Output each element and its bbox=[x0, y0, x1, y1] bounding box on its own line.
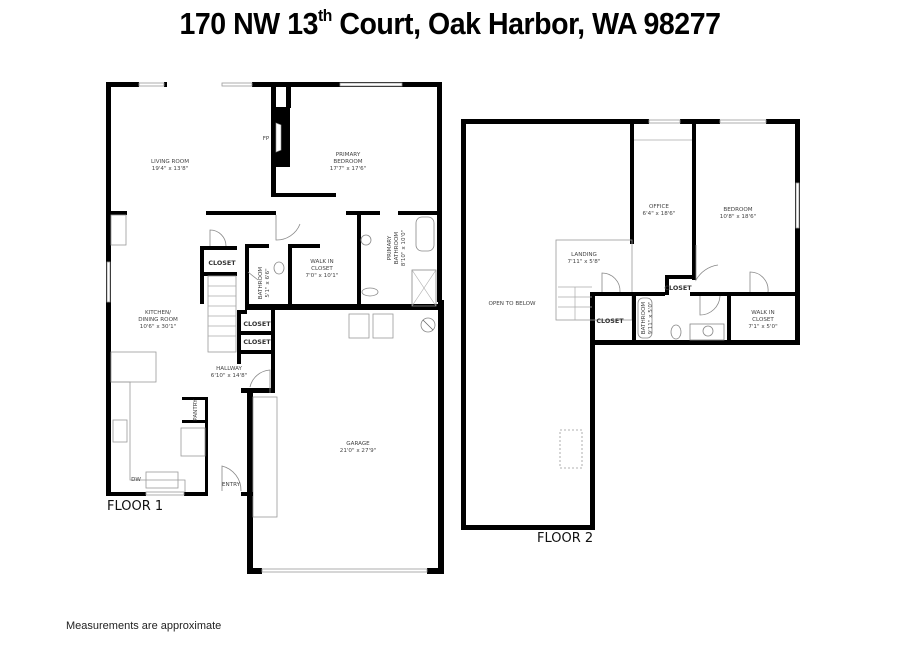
room-label-office: OFFICE bbox=[649, 204, 669, 210]
property-address-title: 170 NW 13th Court, Oak Harbor, WA 98277 bbox=[36, 6, 864, 42]
room-label-walk-in-closet: WALK IN bbox=[310, 259, 333, 265]
room-label-primary-bathroom: PRIMARY bbox=[387, 235, 393, 260]
room-label-entry: ENTRY bbox=[222, 482, 241, 488]
room-size-landing: 7'11" x 5'8" bbox=[568, 259, 601, 265]
landing-rail bbox=[555, 239, 633, 321]
floor-2-plan: OPEN TO BELOW LANDING 7'11" x 5'8" OFFIC… bbox=[461, 119, 800, 546]
f1-east-wall-bedroom bbox=[437, 82, 442, 302]
room-label-closet-b: CLOSET bbox=[243, 320, 271, 328]
room-label-walk-in-closet-2: CLOSET bbox=[311, 266, 333, 272]
bedroom-door bbox=[275, 215, 301, 241]
room-label-kitchen-2: DINING ROOM bbox=[138, 317, 178, 323]
room-label-closet-hall: CLOSET bbox=[664, 284, 692, 292]
room-label-living-room: LIVING ROOM bbox=[151, 159, 189, 165]
room-label-primary-bedroom: PRIMARY bbox=[336, 152, 361, 158]
room-size-f2-bathroom: 9'11" x 5'0" bbox=[648, 301, 654, 334]
address-city-state-zip: Court, Oak Harbor, WA 98277 bbox=[331, 6, 721, 41]
dishwasher-label: DW bbox=[131, 477, 141, 483]
room-size-kitchen: 10'6" x 30'1" bbox=[140, 324, 177, 330]
room-size-walk-in-closet: 7'0" x 10'1" bbox=[306, 273, 339, 279]
room-label-f2-walk-in-closet: WALK IN bbox=[751, 310, 774, 316]
f2-south-wall bbox=[461, 525, 595, 530]
garage-door bbox=[261, 568, 428, 573]
measurements-disclaimer: Measurements are approximate bbox=[66, 620, 222, 632]
fireplace-label: FP bbox=[263, 136, 270, 142]
room-size-f2-walk-in-closet: 7'1" x 5'0" bbox=[748, 324, 778, 330]
room-size-living-room: 19'4" x 13'8" bbox=[152, 166, 189, 172]
primary-bathtub bbox=[415, 216, 435, 252]
room-size-primary-bathroom: 8'10" x 10'0" bbox=[401, 229, 407, 266]
f2-east-wall bbox=[795, 119, 800, 345]
floor-2-label: FLOOR 2 bbox=[537, 531, 593, 546]
skylight bbox=[559, 429, 583, 469]
floor-1-label: FLOOR 1 bbox=[107, 499, 163, 514]
stove bbox=[112, 419, 128, 443]
room-label-landing: LANDING bbox=[571, 252, 597, 258]
address-number-street: 170 NW 13 bbox=[179, 6, 319, 41]
kitchen-sink bbox=[145, 471, 179, 489]
garage-east-wall bbox=[438, 300, 444, 574]
address-ordinal: th bbox=[318, 6, 332, 25]
room-size-bathroom: 5'1" x 6'6" bbox=[265, 268, 271, 298]
room-label-bathroom: BATHROOM bbox=[258, 267, 264, 300]
f1-window-north-1 bbox=[138, 82, 165, 87]
f1-staircase bbox=[207, 275, 237, 353]
room-label-open-to-below: OPEN TO BELOW bbox=[488, 301, 536, 307]
f1-window-bedroom bbox=[339, 82, 403, 87]
room-size-primary-bedroom: 17'7" x 17'6" bbox=[330, 166, 367, 172]
entry-door bbox=[221, 465, 242, 492]
f2-north-wall-a bbox=[461, 119, 649, 124]
fireplace bbox=[276, 107, 290, 167]
room-label-f2-bathroom: BATHROOM bbox=[641, 302, 647, 335]
garage-north-wall bbox=[245, 304, 444, 310]
floor-1-plan: LIVING ROOM 19'4" x 13'8" FP PRIMARY BED… bbox=[106, 82, 444, 574]
garage-west-wall bbox=[247, 393, 253, 574]
room-label-garage: GARAGE bbox=[346, 441, 370, 447]
room-size-office: 6'4" x 18'6" bbox=[643, 211, 676, 217]
f2-staircase bbox=[558, 286, 592, 320]
room-label-hallway: HALLWAY bbox=[216, 366, 242, 372]
room-size-garage: 21'0" x 27'9" bbox=[340, 448, 377, 454]
room-label-closet-landing: CLOSET bbox=[596, 317, 624, 325]
room-label-kitchen: KITCHEN/ bbox=[145, 310, 171, 316]
room-size-bedroom: 10'8" x 18'6" bbox=[720, 214, 757, 220]
room-label-bedroom: BEDROOM bbox=[723, 207, 752, 213]
room-label-primary-bathroom-2: BATHROOM bbox=[394, 232, 400, 265]
f1-north-wall-a bbox=[106, 82, 139, 87]
f2-bathtub bbox=[637, 297, 653, 339]
room-label-pantry: PANTRY bbox=[193, 399, 199, 421]
f2-west-wall bbox=[461, 119, 466, 530]
room-size-hallway: 6'10" x 14'8" bbox=[211, 373, 248, 379]
f1-window-north-2 bbox=[221, 82, 253, 87]
room-label-f2-walk-in-closet-2: CLOSET bbox=[752, 317, 774, 323]
room-label-primary-bedroom-2: BEDROOM bbox=[333, 159, 362, 165]
room-label-closet-c: CLOSET bbox=[243, 338, 271, 346]
room-label-closet-a: CLOSET bbox=[208, 259, 236, 267]
